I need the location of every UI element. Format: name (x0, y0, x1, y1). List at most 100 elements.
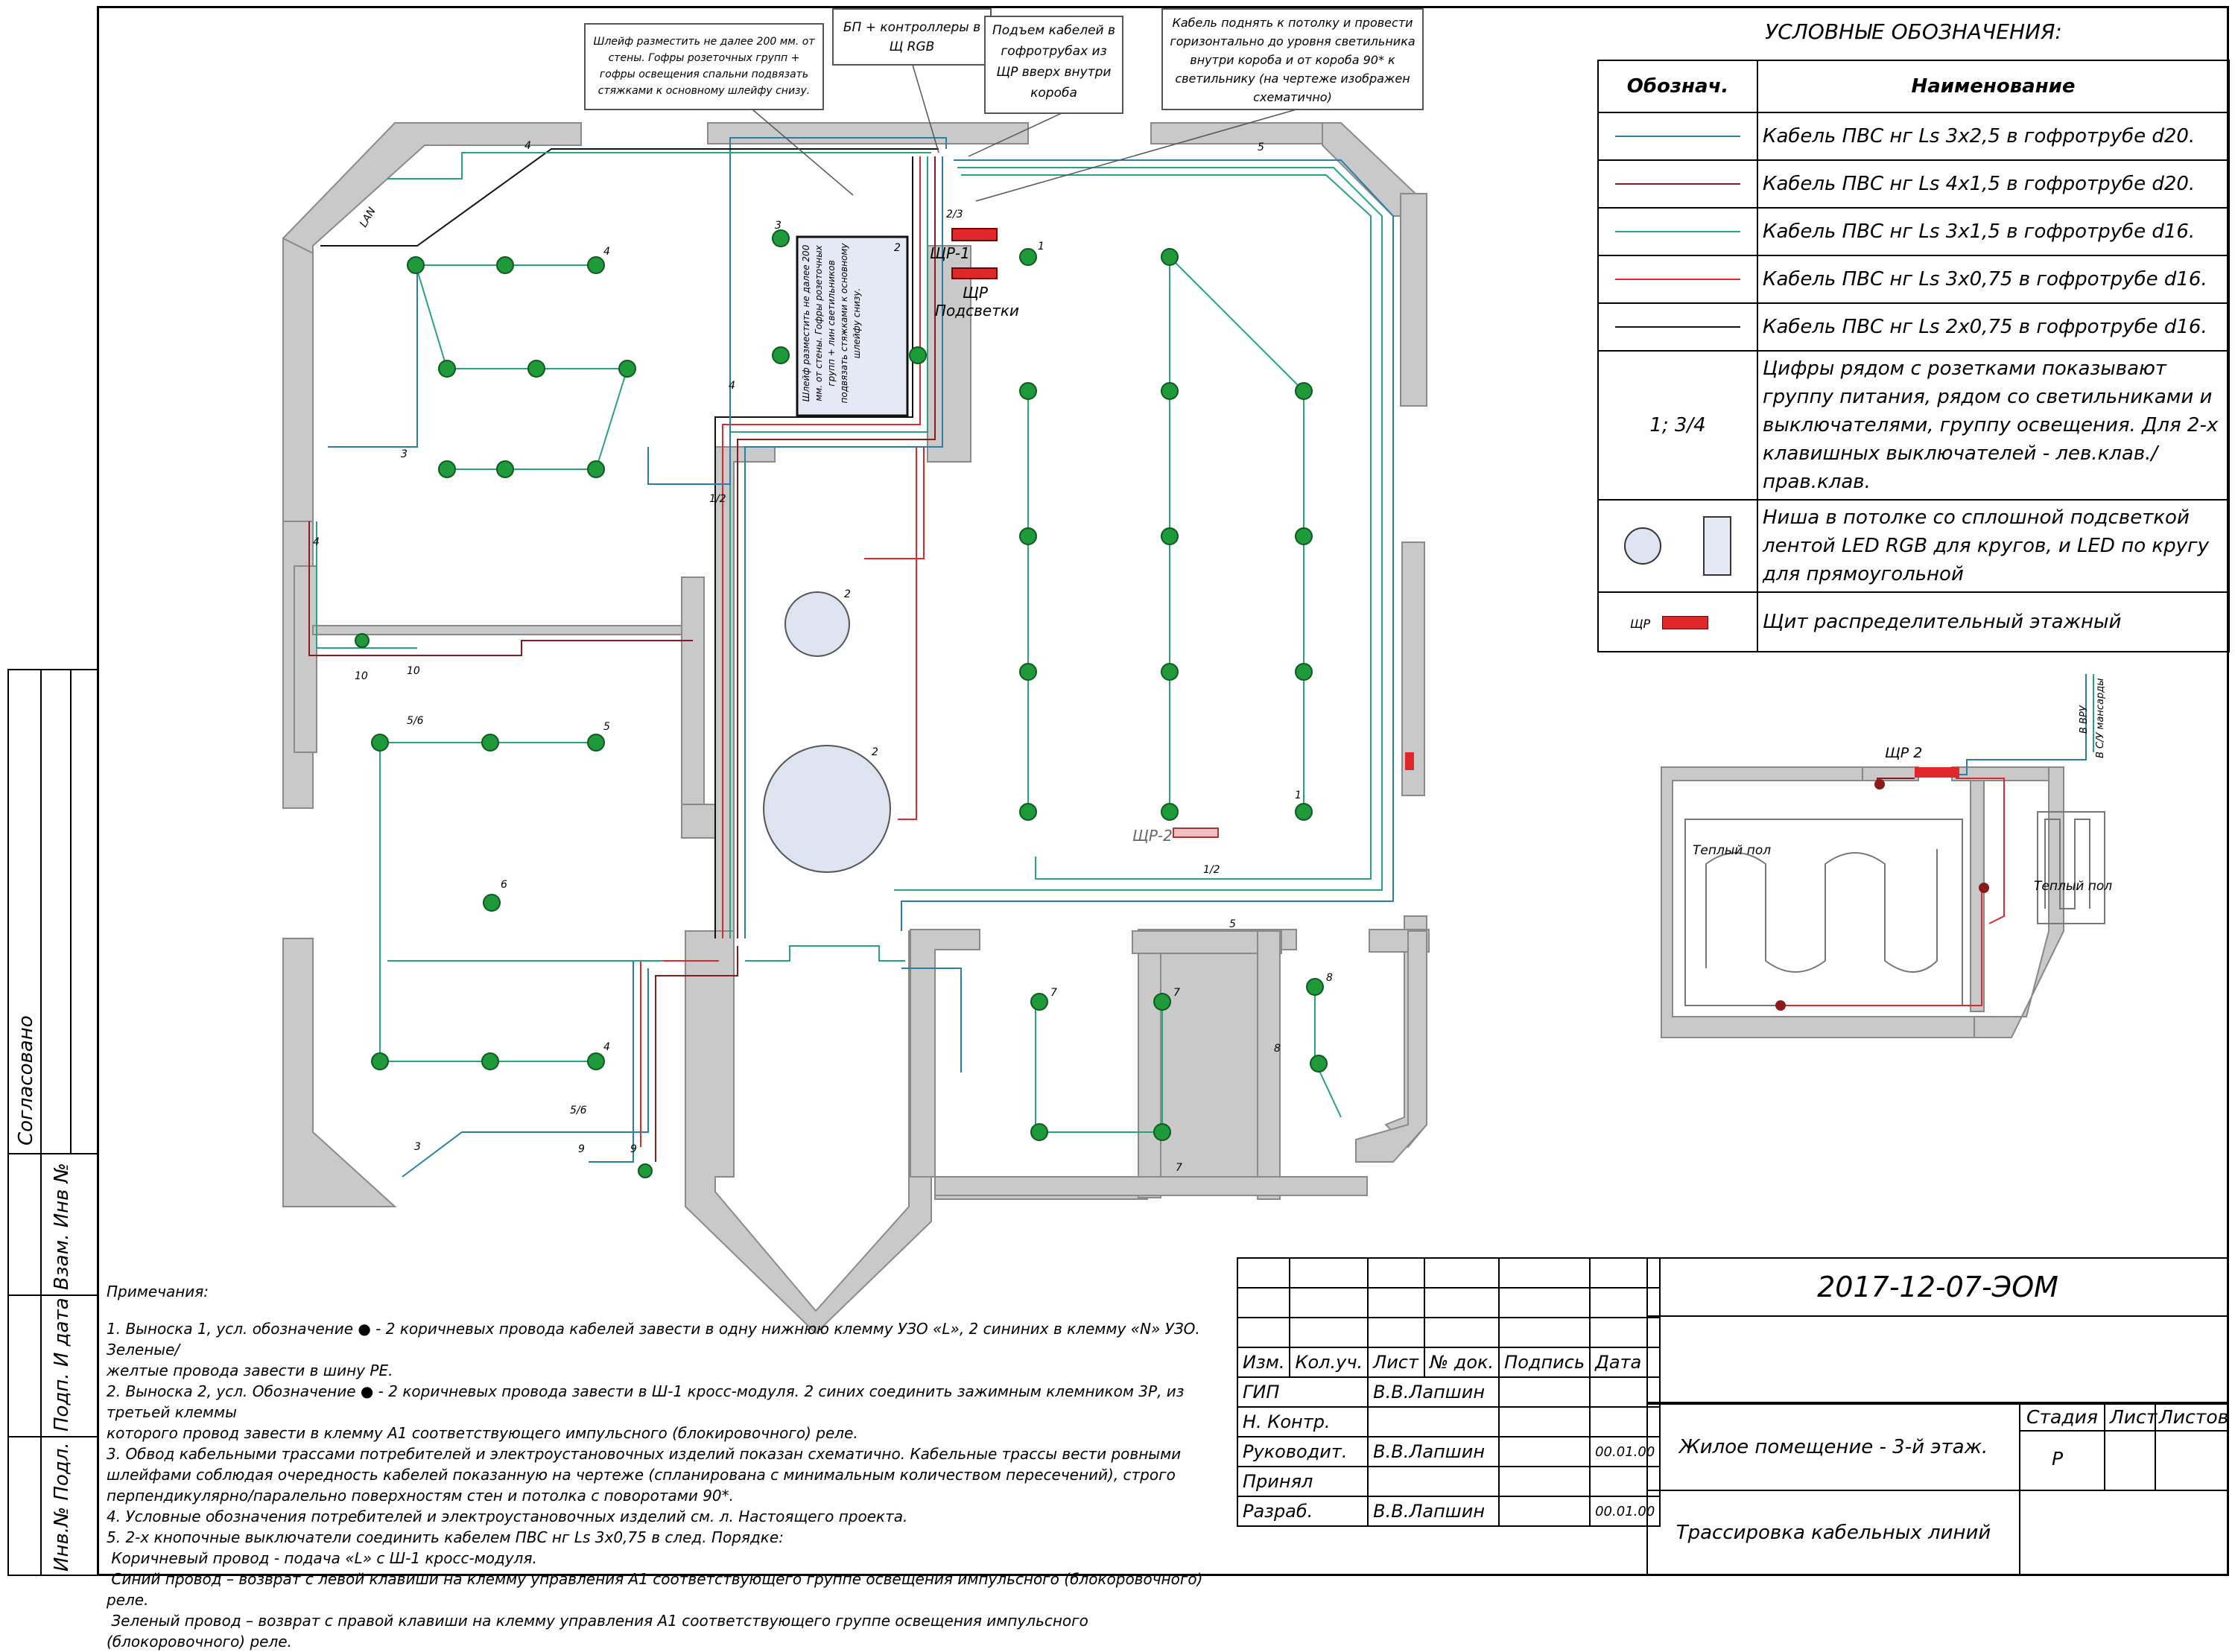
tb-date (1589, 1466, 1661, 1497)
title-block-grid: Изм. Кол.уч. Лист № док. Подпись Дата ГИ… (1236, 1257, 1661, 1527)
panel-shr1 (951, 228, 998, 241)
drawing-sheet: Шлейф разместить не далее 200 мм. от сте… (7, 6, 2230, 1651)
label-shr-lighting: ЩР (963, 284, 988, 302)
callout-niche-loop: Шлейф разместить не далее 200 мм. от сте… (801, 243, 862, 404)
sheet-name: Трассировка кабельных линий (1646, 1490, 2020, 1576)
num: 1/2 (1203, 864, 1220, 876)
tb-header: Кол.уч. (1289, 1347, 1369, 1378)
title-block: Изм. Кол.уч. Лист № док. Подпись Дата ГИ… (1236, 1257, 2229, 1576)
num: 8 (1274, 1043, 1281, 1055)
panel-shr-lighting (951, 267, 998, 279)
label-shr1: ЩР-1 (930, 244, 970, 262)
sheets-label: Листов (2159, 1406, 2229, 1428)
num: 2 (872, 746, 878, 758)
legend-panel-symbol: ЩР (1597, 591, 1758, 652)
tb-date (1589, 1406, 1661, 1437)
object-cell (1646, 1315, 2229, 1403)
num: 7 (1050, 987, 1057, 999)
legend-panel-text: Щит распределительный этажный (1757, 591, 2230, 652)
legend-col-name: Наименование (1757, 60, 2230, 113)
document-code: 2017-12-07-ЭОМ (1646, 1257, 2229, 1317)
num: 5/6 (407, 715, 424, 727)
walls (282, 122, 1430, 1335)
object-name: Жилое помещение - 3-й этаж. (1646, 1403, 2020, 1491)
tb-role: Н. Контр. (1236, 1406, 1369, 1437)
tb-header: Дата (1589, 1347, 1661, 1378)
inset-plan (1661, 674, 2105, 1038)
legend-row: Кабель ПВС нг Ls 3х2,5 в гофротрубе d20. (1757, 112, 2230, 161)
num: 1 (1038, 241, 1044, 252)
blank-cell (2019, 1490, 2229, 1576)
stamp-inv: Инв.№ Подл. (51, 1442, 73, 1572)
num: 4 (603, 1041, 610, 1053)
num: 5/6 (570, 1105, 587, 1116)
num: 2 (844, 588, 851, 600)
legend-col-symbol: Обознач. (1597, 60, 1758, 113)
num: 5 (1229, 918, 1236, 930)
note-item: 4. Условные обозначения потребителей и э… (107, 1508, 908, 1525)
label-inset-shr2: ЩР 2 (1885, 745, 1923, 761)
stage-label: Стадия (2026, 1406, 2098, 1428)
num: 7 (1176, 1162, 1182, 1174)
stage-cell: Стадия Лист Листов Р (2019, 1403, 2229, 1491)
note-item: 2. Выноска 2, усл. Обозначение ● - 2 кор… (107, 1382, 1185, 1442)
legend-line-0 (1597, 112, 1758, 161)
niche-circle-icon (1624, 527, 1661, 565)
legend-groups-symbol: 1; 3/4 (1597, 350, 1758, 501)
num: 9 (630, 1143, 637, 1155)
tb-date: 00.01.00 (1589, 1436, 1661, 1467)
num: 6 (501, 879, 507, 891)
num: 4 (524, 140, 531, 152)
tb-role: Разраб. (1236, 1496, 1369, 1527)
legend-line-2 (1597, 207, 1758, 256)
sheet-label: Лист (2110, 1406, 2158, 1428)
callout-cable-loop: Шлейф разместить не далее 200 мм. от сте… (593, 36, 815, 97)
legend-row: Кабель ПВС нг Ls 4х1,5 в гофротрубе d20. (1757, 159, 2230, 209)
legend-table: Обознач. Наименование Кабель ПВС нг Ls 3… (1597, 60, 2230, 652)
tb-person (1367, 1406, 1500, 1437)
tb-header: Изм. (1236, 1347, 1291, 1378)
tb-header: Лист (1367, 1347, 1426, 1378)
niche-rect-icon (1703, 516, 1731, 576)
label-shr-lighting-2: Подсветки (935, 302, 1019, 320)
num: 5 (603, 721, 610, 733)
num: 8 (1326, 972, 1333, 984)
num: 1/2 (709, 493, 726, 505)
tb-role: Руководит. (1236, 1436, 1369, 1467)
tb-person: В.В.Лапшин (1367, 1376, 1500, 1408)
num: 10 (355, 670, 368, 682)
stamp-vzam: Взам. Инв № (51, 1163, 73, 1290)
legend-row: Кабель ПВС нг Ls 3х0,75 в гофротрубе d16… (1757, 255, 2230, 304)
legend-line-3 (1597, 255, 1758, 304)
legend-title: УСЛОВНЫЕ ОБОЗНАЧЕНИЯ: (1765, 19, 2062, 44)
tb-header: № док. (1424, 1347, 1500, 1378)
num: 9 (578, 1143, 585, 1155)
num: 5 (1258, 142, 1264, 153)
callout-lift: Подъем кабелей в гофротрубах из ЩР вверх… (992, 23, 1116, 101)
callout-rgb: БП + контроллеры в Щ RGB (843, 20, 981, 54)
panel-marker (1405, 752, 1414, 770)
num: 4 (313, 536, 320, 548)
tb-header: Подпись (1498, 1347, 1591, 1378)
label-su: В С/У мансарды (2095, 678, 2106, 758)
tb-date: 00.01.00 (1589, 1496, 1661, 1527)
notes: Примечания: 1. Выноска 1, усл. обозначен… (107, 1281, 1224, 1652)
num: 1 (1295, 790, 1302, 801)
note-item: 5. 2-х кнопочные выключатели соединить к… (107, 1528, 1203, 1651)
tb-person (1367, 1466, 1500, 1497)
num: 2/3 (946, 209, 963, 220)
cable-routes (308, 137, 1394, 1178)
tb-person: В.В.Лапшин (1367, 1496, 1500, 1527)
tb-role: ГИП (1236, 1376, 1369, 1408)
notes-title: Примечания: (107, 1283, 209, 1300)
tb-person: В.В.Лапшин (1367, 1436, 1500, 1467)
num: 7 (1173, 987, 1180, 999)
stamp-agreed: Согласовано (15, 1015, 37, 1146)
stage-value: Р (2052, 1448, 2064, 1470)
label-shr2: ЩР-2 (1132, 827, 1173, 845)
label-warm-floor-1: Теплый пол (1693, 843, 1772, 858)
legend-row: Кабель ПВС нг Ls 2х0,75 в гофротрубе d16… (1757, 302, 2230, 352)
label-warm-floor-2: Теплый пол (2034, 879, 2113, 894)
floor-plan (282, 8, 2105, 1335)
tb-role: Принял (1236, 1466, 1369, 1497)
